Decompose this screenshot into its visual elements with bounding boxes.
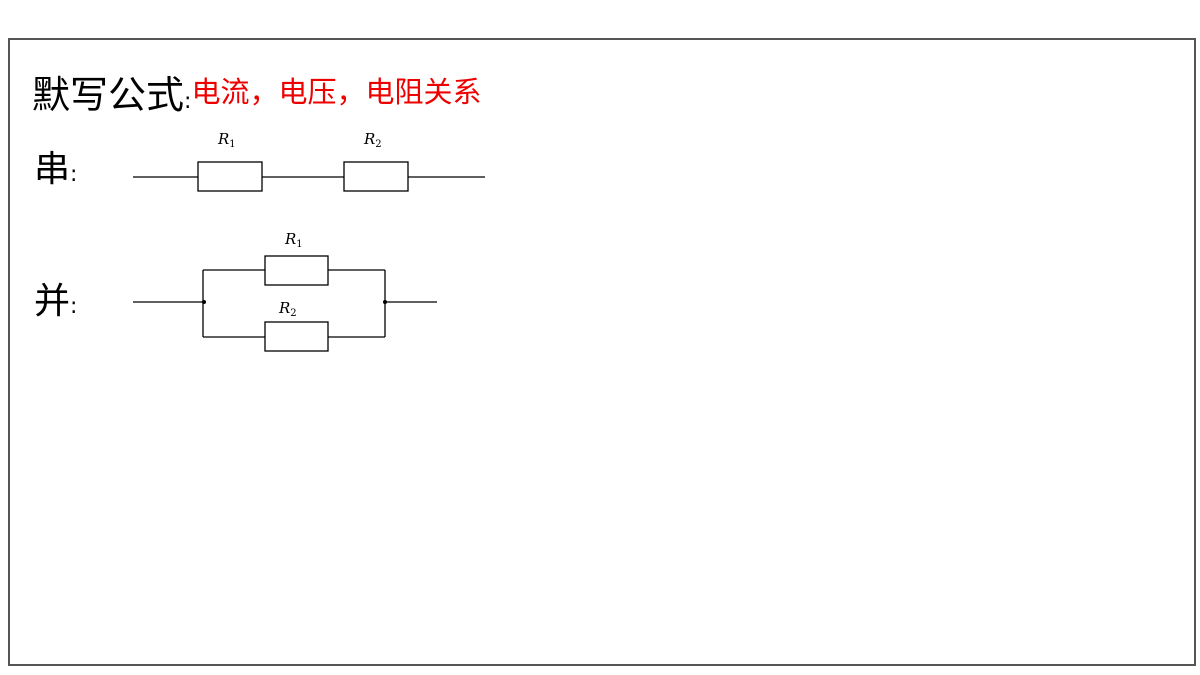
parallel-resistor-r1 xyxy=(264,255,329,286)
parallel-label-text: 并 xyxy=(34,281,71,322)
series-r1-label: R1 xyxy=(217,130,236,150)
slide-frame xyxy=(8,38,1196,666)
parallel-label-colon: : xyxy=(70,294,78,319)
parallel-resistor-r2 xyxy=(264,321,329,352)
series-label: 串: xyxy=(34,140,77,192)
parallel-r2-label: R2 xyxy=(278,299,297,319)
series-r2-label: R2 xyxy=(363,130,382,150)
junction-dot-left xyxy=(202,300,206,304)
slide-title: 默写公式:电流，电压，电阻关系 xyxy=(32,64,481,119)
parallel-r1-label: R1 xyxy=(284,230,303,250)
series-resistor-r1 xyxy=(197,161,263,192)
series-label-colon: : xyxy=(70,162,78,187)
title-main: 默写公式 xyxy=(32,73,185,117)
series-circuit xyxy=(133,161,485,192)
series-label-text: 串 xyxy=(34,149,71,190)
junction-dot-right xyxy=(383,300,387,304)
title-topic: 电流，电压，电阻关系 xyxy=(191,75,482,109)
parallel-label: 并: xyxy=(34,272,77,324)
parallel-circuit xyxy=(133,255,437,352)
title-colon: : xyxy=(184,89,192,114)
series-resistor-r2 xyxy=(343,161,409,192)
